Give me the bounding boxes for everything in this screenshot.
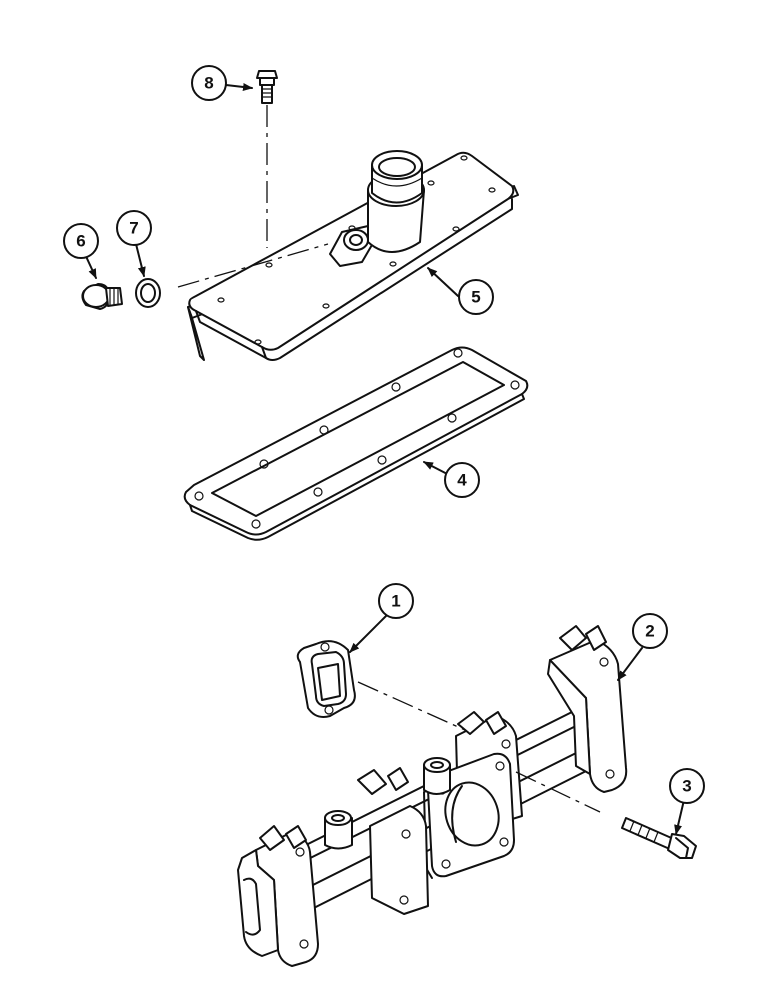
leader-lines: [83, 82, 685, 835]
part-5-cover-plate: [187, 150, 519, 361]
callout-2: 2: [632, 613, 668, 649]
callout-6-label: 6: [76, 232, 85, 251]
part-6-plug: [81, 283, 123, 310]
part-4-gasket: [183, 346, 529, 541]
callout-7-label: 7: [129, 219, 138, 238]
callout-7: 7: [116, 210, 152, 246]
callout-2-label: 2: [645, 622, 654, 641]
callout-1: 1: [378, 583, 414, 619]
callout-4: 4: [444, 462, 480, 498]
part-2-manifold: [237, 625, 628, 967]
callout-6: 6: [63, 223, 99, 259]
callout-4-label: 4: [457, 471, 467, 490]
callout-1-label: 1: [391, 592, 400, 611]
callout-8-label: 8: [204, 74, 213, 93]
callout-3: 3: [669, 768, 705, 804]
callout-8: 8: [191, 65, 227, 101]
part-1-flange-gasket: [296, 640, 477, 736]
callout-3-label: 3: [682, 777, 691, 796]
callout-5-label: 5: [471, 288, 480, 307]
part-3-capscrew: [515, 771, 697, 859]
part-7-washer: [135, 243, 329, 308]
part-8-bolt: [256, 70, 278, 248]
callout-5: 5: [458, 279, 494, 315]
